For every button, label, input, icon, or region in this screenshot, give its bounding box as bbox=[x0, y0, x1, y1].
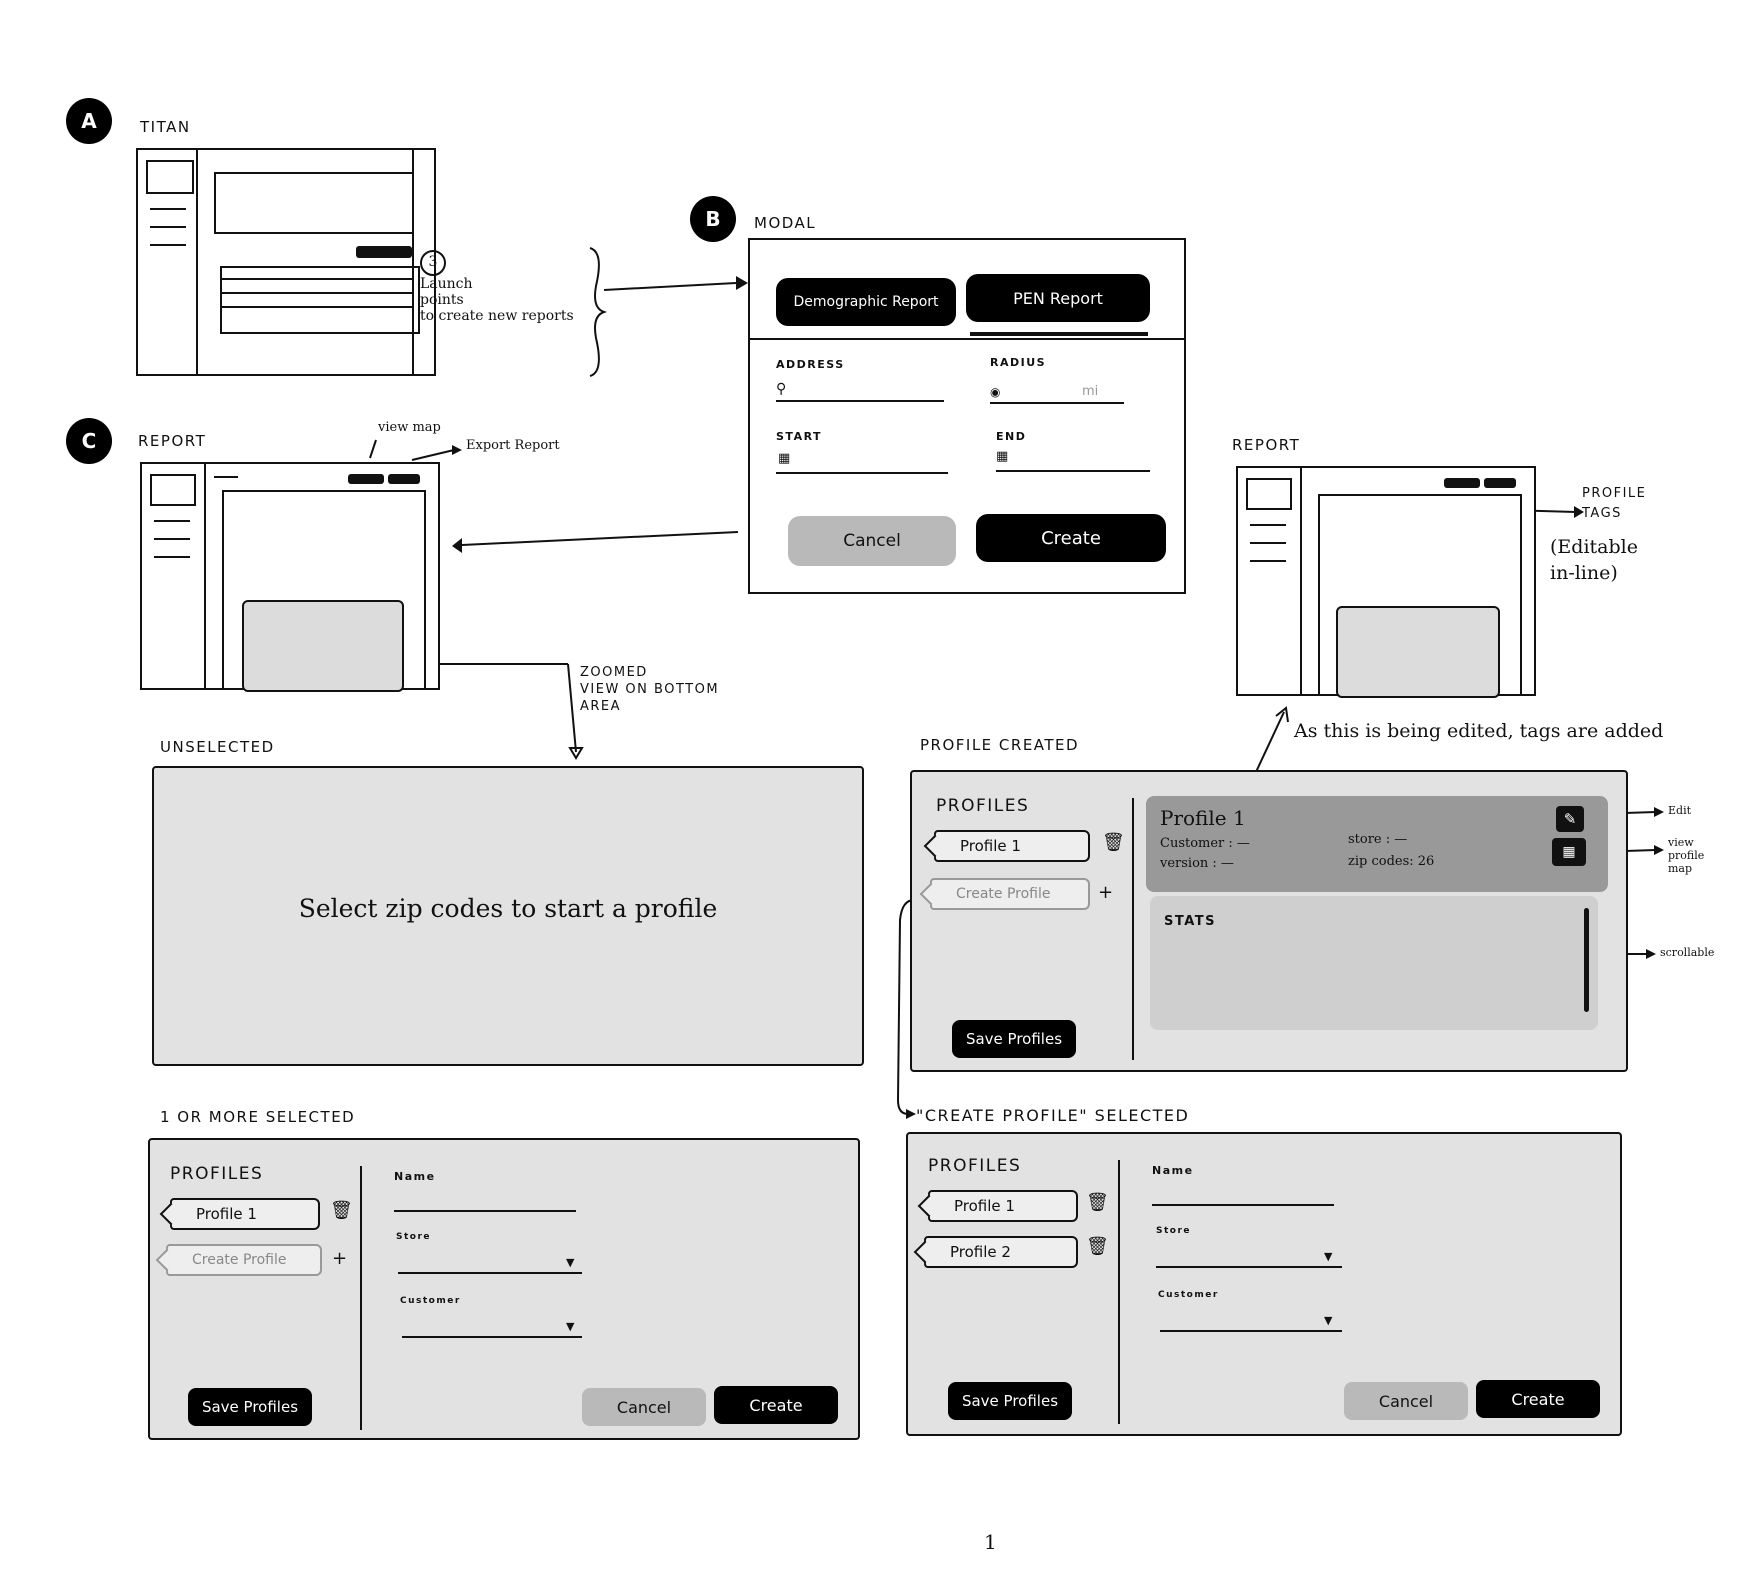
map-note: view profile map bbox=[1668, 836, 1705, 875]
report-right-title: REPORT bbox=[1232, 436, 1301, 454]
profile-card-zip: zip codes: 26 bbox=[1348, 854, 1435, 869]
view-map-button[interactable] bbox=[348, 474, 384, 484]
calendar-icon: ▦ bbox=[778, 451, 791, 466]
edit-icon[interactable]: ✎ bbox=[1556, 806, 1584, 832]
customer-label: Customer bbox=[1158, 1290, 1219, 1300]
profile-1-tag[interactable]: Profile 1 bbox=[170, 1198, 320, 1230]
scrollable-note: scrollable bbox=[1660, 946, 1715, 959]
chevron-down-icon[interactable]: ▼ bbox=[1324, 1314, 1333, 1327]
cancel-button[interactable]: Cancel bbox=[1344, 1382, 1468, 1420]
modal-title: MODAL bbox=[754, 214, 817, 232]
profile-tags-note: PROFILE TAGS bbox=[1582, 486, 1647, 521]
end-input[interactable] bbox=[996, 470, 1150, 472]
radius-input[interactable] bbox=[990, 402, 1124, 404]
map-icon[interactable]: ▦ bbox=[1552, 838, 1586, 866]
unselected-label: UNSELECTED bbox=[160, 738, 275, 756]
start-label: START bbox=[776, 430, 823, 443]
profile-created-panel: PROFILES Profile 1 🗑 Create Profile + Sa… bbox=[910, 770, 1628, 1072]
name-input[interactable] bbox=[1152, 1204, 1334, 1206]
profile-1-tag[interactable]: Profile 1 bbox=[928, 1190, 1078, 1222]
editable-note: (Editable in-line) bbox=[1550, 536, 1638, 584]
view-map-note: view map bbox=[378, 420, 441, 435]
badge-a: A bbox=[66, 98, 112, 144]
export-report-button[interactable] bbox=[388, 474, 420, 484]
calendar-icon: ▦ bbox=[996, 449, 1009, 464]
store-label: Store bbox=[1156, 1226, 1192, 1236]
export-note: Export Report bbox=[466, 438, 560, 453]
create-profile-tag[interactable]: Create Profile bbox=[166, 1244, 322, 1276]
start-input[interactable] bbox=[776, 472, 948, 474]
tab-pen-report[interactable]: PEN Report bbox=[966, 274, 1150, 322]
create-button[interactable]: Create bbox=[714, 1386, 838, 1424]
customer-label: Customer bbox=[400, 1296, 461, 1306]
store-select[interactable] bbox=[1156, 1266, 1342, 1268]
chevron-down-icon[interactable]: ▼ bbox=[1324, 1250, 1333, 1263]
modal-cancel-button[interactable]: Cancel bbox=[788, 516, 956, 566]
titan-wireframe bbox=[136, 148, 436, 376]
create-selected-label: "CREATE PROFILE" SELECTED bbox=[916, 1106, 1190, 1125]
badge-b: B bbox=[690, 196, 736, 242]
create-profile-tag[interactable]: Create Profile bbox=[930, 878, 1090, 910]
trash-icon[interactable]: 🗑 bbox=[330, 1200, 353, 1221]
unselected-message: Select zip codes to start a profile bbox=[298, 894, 718, 923]
radius-label: RADIUS bbox=[990, 356, 1047, 369]
stats-area: STATS bbox=[1150, 896, 1598, 1030]
create-selected-panel: PROFILES Profile 1 🗑 Profile 2 🗑 Name St… bbox=[906, 1132, 1622, 1436]
badge-c: C bbox=[66, 418, 112, 464]
page-number: 1 bbox=[984, 1530, 997, 1554]
edit-note: Edit bbox=[1668, 804, 1692, 817]
profile-card: Profile 1 Customer : — version : — store… bbox=[1146, 796, 1608, 892]
profile-card-version: version : — bbox=[1160, 856, 1234, 871]
store-select[interactable] bbox=[398, 1272, 582, 1274]
one-selected-label: 1 OR MORE SELECTED bbox=[160, 1108, 356, 1126]
launch-annotation: 3 Launch points to create new reports bbox=[420, 250, 574, 324]
tags-added-note: As this is being edited, tags are added bbox=[1294, 720, 1664, 742]
profile-card-title: Profile 1 bbox=[1160, 806, 1246, 830]
name-label: Name bbox=[1152, 1164, 1194, 1177]
titan-title: TITAN bbox=[140, 118, 191, 136]
radius-unit: mi bbox=[1082, 384, 1099, 399]
store-label: Store bbox=[396, 1232, 432, 1242]
report-tags-wireframe bbox=[1236, 466, 1536, 698]
trash-icon[interactable]: 🗑 bbox=[1086, 1236, 1109, 1257]
profile-card-customer: Customer : — bbox=[1160, 836, 1250, 851]
tab-demographic-report[interactable]: Demographic Report bbox=[776, 278, 956, 326]
name-input[interactable] bbox=[394, 1210, 576, 1212]
chevron-down-icon[interactable]: ▼ bbox=[566, 1320, 575, 1333]
save-profiles-button[interactable]: Save Profiles bbox=[952, 1020, 1076, 1058]
profiles-heading: PROFILES bbox=[936, 796, 1030, 816]
report-wireframe bbox=[140, 462, 440, 692]
stats-scrollbar[interactable] bbox=[1584, 908, 1589, 1012]
chevron-down-icon[interactable]: ▼ bbox=[566, 1256, 575, 1269]
profiles-heading: PROFILES bbox=[928, 1156, 1022, 1176]
profile-created-label: PROFILE CREATED bbox=[920, 736, 1080, 754]
customer-select[interactable] bbox=[1160, 1330, 1342, 1332]
address-label: ADDRESS bbox=[776, 358, 845, 371]
save-profiles-button[interactable]: Save Profiles bbox=[188, 1388, 312, 1426]
profile-2-tag[interactable]: Profile 2 bbox=[924, 1236, 1078, 1268]
profile-card-store: store : — bbox=[1348, 832, 1408, 847]
customer-select[interactable] bbox=[402, 1336, 582, 1338]
stats-label: STATS bbox=[1164, 914, 1217, 929]
cancel-button[interactable]: Cancel bbox=[582, 1388, 706, 1426]
report-title: REPORT bbox=[138, 432, 207, 450]
zoom-note: ZOOMED VIEW ON BOTTOM AREA bbox=[580, 665, 720, 714]
add-icon[interactable]: + bbox=[332, 1248, 348, 1269]
create-button[interactable]: Create bbox=[1476, 1380, 1600, 1418]
location-pin-icon: ⚲ bbox=[776, 381, 787, 397]
add-icon[interactable]: + bbox=[1098, 882, 1114, 903]
radius-icon: ◉ bbox=[990, 385, 1001, 399]
modal-create-button[interactable]: Create bbox=[976, 514, 1166, 562]
one-selected-panel: PROFILES Profile 1 🗑 Create Profile + Na… bbox=[148, 1138, 860, 1440]
modal-wireframe: Demographic Report PEN Report ADDRESS ⚲ … bbox=[748, 238, 1186, 594]
save-profiles-button[interactable]: Save Profiles bbox=[948, 1382, 1072, 1420]
unselected-panel: Select zip codes to start a profile bbox=[152, 766, 864, 1066]
end-label: END bbox=[996, 430, 1027, 443]
profile-1-tag[interactable]: Profile 1 bbox=[934, 830, 1090, 862]
profiles-heading: PROFILES bbox=[170, 1164, 264, 1184]
trash-icon[interactable]: 🗑 bbox=[1102, 832, 1125, 853]
address-input[interactable] bbox=[776, 400, 944, 402]
name-label: Name bbox=[394, 1170, 436, 1183]
trash-icon[interactable]: 🗑 bbox=[1086, 1192, 1109, 1213]
